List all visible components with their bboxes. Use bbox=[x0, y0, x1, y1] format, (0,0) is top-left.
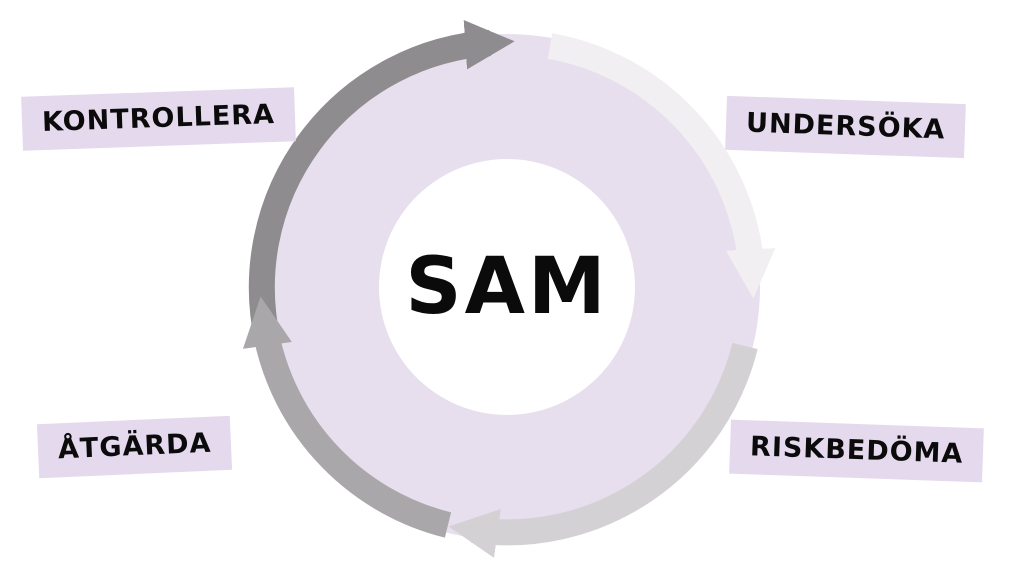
cycle-arrow-bottom bbox=[448, 342, 758, 558]
label-atgarda: ÅTGÄRDA bbox=[36, 415, 233, 479]
cycle-arrow-top-left bbox=[248, 20, 515, 345]
cycle-arrow-left bbox=[242, 296, 452, 538]
cycle-arrow-right bbox=[547, 33, 776, 299]
label-riskbedoma: RISKBEDÖMA bbox=[729, 419, 985, 483]
label-undersoka: UNDERSÖKA bbox=[725, 95, 967, 159]
center-label-sam: SAM bbox=[405, 242, 609, 332]
label-kontrollera: KONTROLLERA bbox=[21, 87, 296, 151]
inner-circle bbox=[379, 159, 635, 415]
